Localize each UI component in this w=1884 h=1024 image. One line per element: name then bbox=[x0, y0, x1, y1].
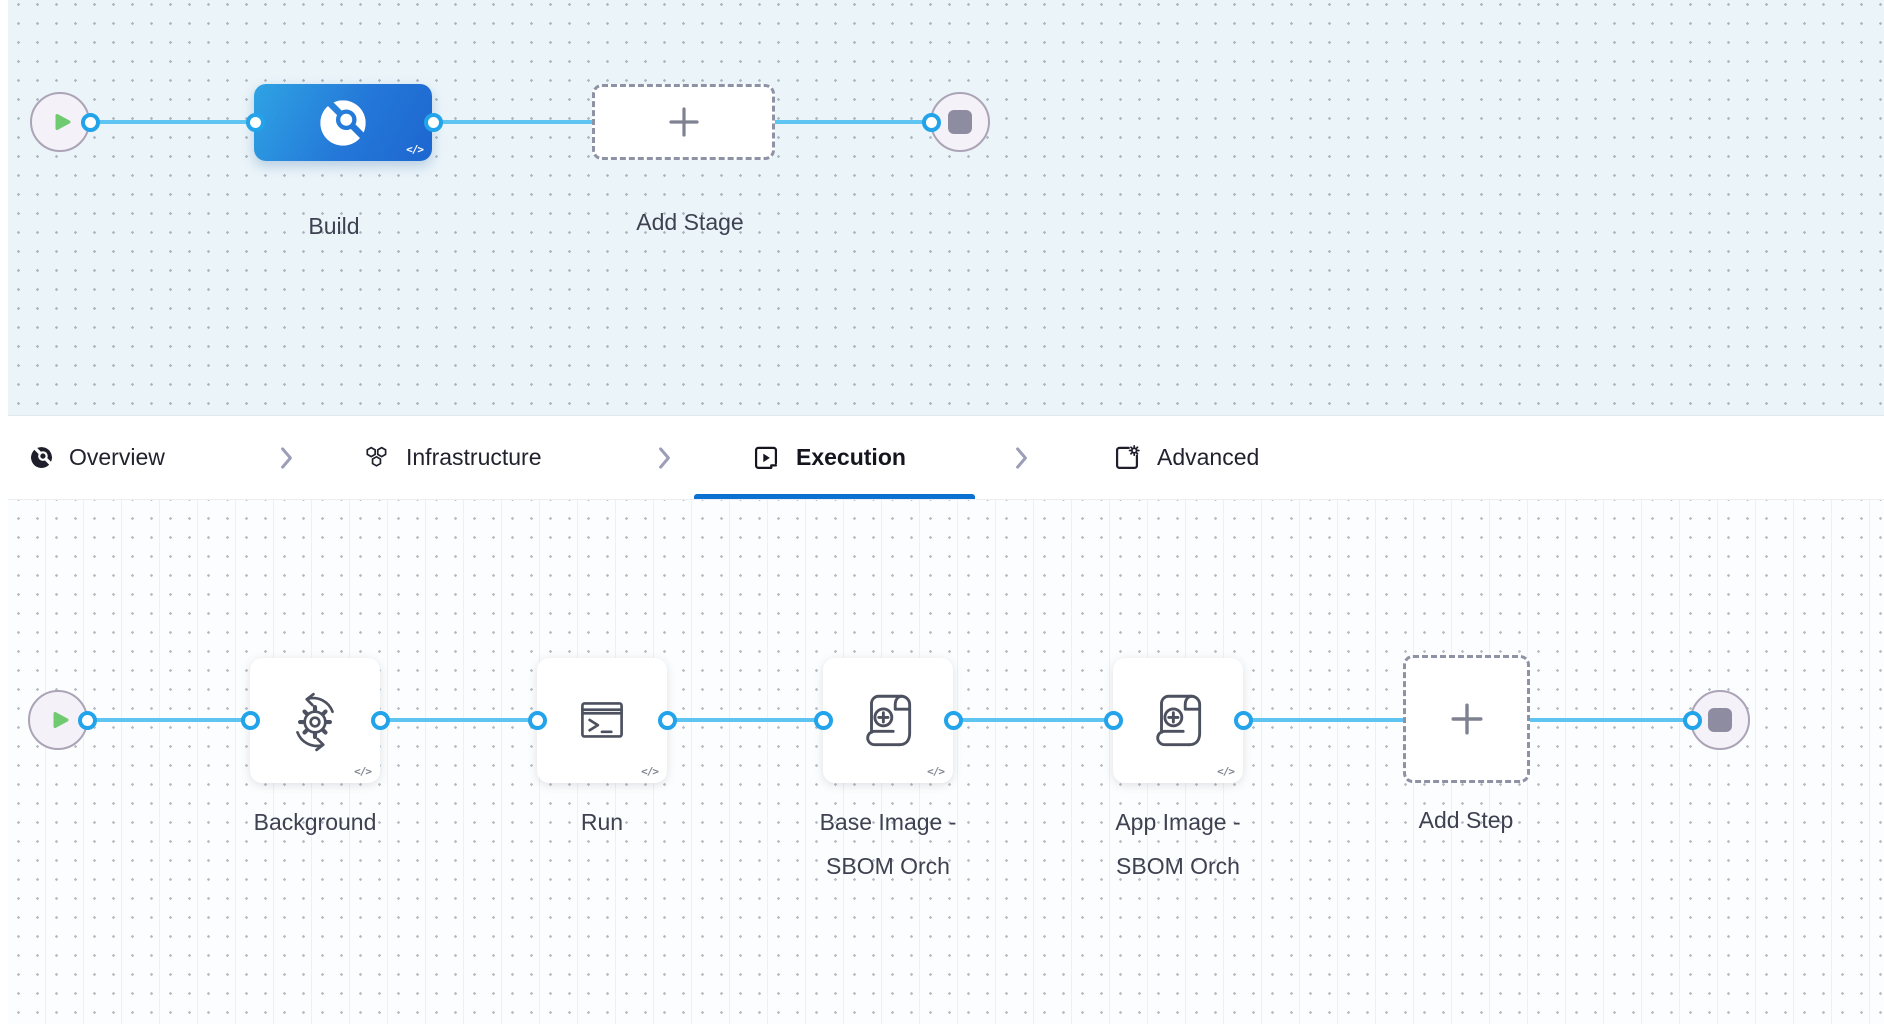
port[interactable] bbox=[1234, 711, 1253, 730]
tab-overview-label: Overview bbox=[69, 444, 165, 470]
step-label: App Image - SBOM Orch bbox=[1115, 809, 1241, 879]
canvas-left-gutter bbox=[0, 0, 8, 1024]
tab-infrastructure[interactable]: Infrastructure bbox=[363, 416, 542, 499]
execution-canvas[interactable]: </> </> </> bbox=[0, 498, 1884, 1024]
port[interactable] bbox=[371, 711, 390, 730]
tab-advanced[interactable]: Advanced bbox=[1113, 416, 1259, 499]
scroll-plus-icon bbox=[1145, 688, 1211, 754]
step-node-background[interactable]: </> bbox=[250, 658, 380, 783]
ci-build-icon bbox=[317, 97, 369, 149]
port[interactable] bbox=[944, 711, 963, 730]
add-step-button[interactable] bbox=[1403, 655, 1530, 783]
stage-label-build: Build bbox=[308, 213, 360, 239]
hexagons-icon bbox=[363, 444, 390, 471]
tab-advanced-label: Advanced bbox=[1157, 444, 1260, 470]
chevron-right-icon bbox=[280, 416, 293, 499]
plus-icon bbox=[1450, 702, 1484, 736]
port[interactable] bbox=[528, 711, 547, 730]
tab-execution-label: Execution bbox=[796, 444, 906, 470]
step-node-run[interactable]: </> bbox=[537, 658, 667, 783]
add-stage-button[interactable] bbox=[592, 84, 775, 160]
port[interactable] bbox=[241, 711, 260, 730]
code-icon: </> bbox=[641, 765, 659, 778]
port[interactable] bbox=[814, 711, 833, 730]
stop-icon bbox=[1708, 708, 1732, 732]
tab-execution[interactable]: Execution bbox=[752, 416, 906, 499]
tab-infrastructure-label: Infrastructure bbox=[406, 444, 542, 470]
chevron-right-icon bbox=[1015, 416, 1028, 499]
code-icon: </> bbox=[406, 143, 424, 156]
terminal-icon bbox=[569, 688, 635, 754]
tab-overview[interactable]: Overview bbox=[30, 416, 165, 499]
code-icon: </> bbox=[1217, 765, 1235, 778]
active-tab-indicator bbox=[694, 494, 975, 499]
port[interactable] bbox=[658, 711, 677, 730]
step-label: Base Image - SBOM Orch bbox=[819, 809, 957, 879]
port[interactable] bbox=[81, 113, 100, 132]
code-icon: </> bbox=[927, 765, 945, 778]
port[interactable] bbox=[1104, 711, 1123, 730]
advanced-icon bbox=[1113, 444, 1141, 472]
stage-connector-line bbox=[90, 120, 931, 124]
chevron-right-icon bbox=[658, 416, 671, 499]
port[interactable] bbox=[1683, 711, 1702, 730]
add-stage-label: Add Stage bbox=[636, 209, 744, 235]
play-icon bbox=[48, 708, 72, 732]
stage-node-build[interactable]: </> bbox=[254, 84, 432, 161]
step-label: Background bbox=[253, 809, 377, 835]
stage-canvas[interactable]: </> Build Add Stage bbox=[0, 0, 1884, 415]
step-label: Run bbox=[580, 809, 624, 835]
stop-icon bbox=[948, 110, 972, 134]
port[interactable] bbox=[246, 113, 265, 132]
port[interactable] bbox=[424, 113, 443, 132]
sync-gear-icon bbox=[282, 688, 348, 754]
port[interactable] bbox=[922, 113, 941, 132]
execution-icon bbox=[752, 444, 780, 472]
step-node-app-image-sbom-orch[interactable]: </> bbox=[1113, 658, 1243, 783]
port[interactable] bbox=[78, 711, 97, 730]
add-step-label: Add Step bbox=[1418, 807, 1514, 833]
code-icon: </> bbox=[354, 765, 372, 778]
pipeline-tab-bar: Overview Infrastructure Execution bbox=[0, 415, 1884, 499]
scroll-plus-icon bbox=[855, 688, 921, 754]
step-node-base-image-sbom-orch[interactable]: </> bbox=[823, 658, 953, 783]
plus-icon bbox=[668, 106, 700, 138]
play-icon bbox=[50, 110, 74, 134]
ci-overview-icon bbox=[30, 446, 53, 469]
pipeline-start-node bbox=[30, 92, 90, 152]
